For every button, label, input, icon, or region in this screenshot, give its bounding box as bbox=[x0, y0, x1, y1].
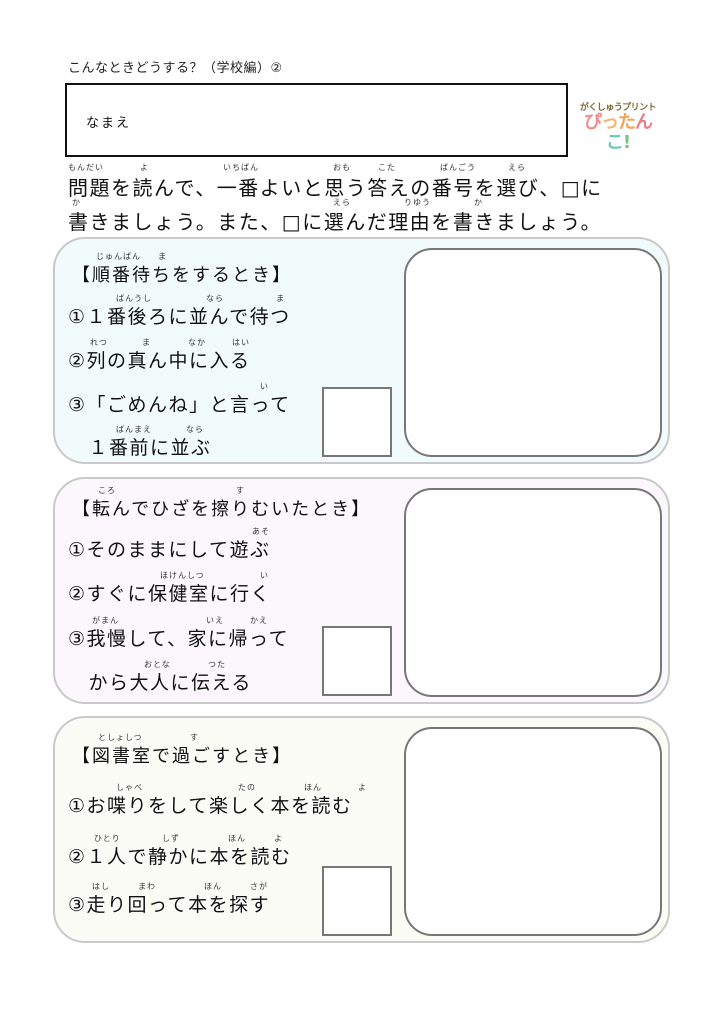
name-field[interactable]: なまえ bbox=[65, 83, 568, 157]
question-heading: 【転んでひざを擦りむいたとき】 bbox=[72, 499, 372, 520]
option-2: ②すぐに保健室に行く bbox=[68, 583, 272, 605]
instruction-furigana-2: か えら りゆう か bbox=[68, 197, 628, 207]
furigana: あそ bbox=[252, 527, 270, 536]
furigana: よ bbox=[140, 163, 149, 172]
furigana: はい bbox=[232, 338, 250, 347]
furigana: いえ bbox=[206, 616, 224, 625]
furigana: い bbox=[260, 382, 269, 391]
furigana: ばんまえ bbox=[116, 425, 152, 434]
furigana: ほん bbox=[204, 882, 222, 891]
reason-box[interactable] bbox=[404, 248, 662, 457]
furigana: はし bbox=[92, 882, 110, 891]
furigana: ばんうし bbox=[116, 294, 152, 303]
furigana: ころ bbox=[98, 486, 116, 495]
furigana: ま bbox=[276, 294, 285, 303]
furigana: がまん bbox=[92, 616, 119, 625]
furigana: えら bbox=[508, 163, 526, 172]
option-2: ②１人で静かに本を読む bbox=[68, 846, 292, 868]
furigana: りゆう bbox=[404, 198, 431, 207]
choice-number-box[interactable] bbox=[322, 387, 392, 457]
furigana: しゃべ bbox=[116, 783, 143, 792]
furigana: たの bbox=[238, 783, 256, 792]
furigana: ばんごう bbox=[440, 163, 476, 172]
furigana: なら bbox=[206, 294, 224, 303]
logo-subtitle: がくしゅうプリント bbox=[579, 103, 657, 113]
question-heading: 【順番待ちをするとき】 bbox=[72, 265, 292, 286]
logo-wordmark: ぴったんこ! bbox=[584, 112, 653, 153]
instruction-furigana-1: もんだい よ いちばん おも こた ばんごう えら bbox=[68, 162, 628, 172]
furigana: か bbox=[72, 198, 81, 207]
furigana: ま bbox=[158, 252, 167, 261]
logo: がくしゅうプリント ぴったんこ! bbox=[572, 100, 664, 153]
furigana: なら bbox=[186, 425, 204, 434]
furigana: じゅんばん bbox=[96, 252, 141, 261]
name-label: なまえ bbox=[86, 116, 132, 131]
furigana: ほけんしつ bbox=[160, 571, 205, 580]
option-1: ①お喋りをして楽しく本を読む bbox=[68, 795, 353, 817]
furigana: かえ bbox=[250, 616, 268, 625]
furigana: つた bbox=[208, 660, 226, 669]
option-2: ②列の真ん中に入る bbox=[68, 350, 251, 372]
furigana: えら bbox=[333, 198, 351, 207]
question-panel-library: としょしつす 【図書室で過ごすとき】 しゃべたのほんよ ①お喋りをして楽しく本を… bbox=[53, 716, 670, 943]
option-3: ③「ごめんね」と言って bbox=[68, 394, 291, 416]
furigana: もんだい bbox=[68, 163, 104, 172]
option-1: ①そのままにして遊ぶ bbox=[68, 539, 271, 561]
option-3: ③我慢して、家に帰って bbox=[68, 628, 290, 650]
worksheet-title: こんなときどうする？（学校編）② bbox=[68, 61, 283, 76]
furigana: としょしつ bbox=[98, 733, 143, 742]
choice-number-box[interactable] bbox=[322, 866, 392, 936]
furigana: ひとり bbox=[94, 834, 121, 843]
option-3: ③走り回って本を探す bbox=[68, 894, 271, 916]
furigana: す bbox=[236, 486, 245, 495]
reason-box[interactable] bbox=[404, 727, 662, 936]
option-3-continued: １番前に並ぶ bbox=[68, 437, 212, 459]
instruction-line-1: 問題を読んで、一番よいと思う答えの番号を選び、□に bbox=[68, 176, 603, 200]
option-1: ①１番後ろに並んで待つ bbox=[68, 306, 291, 328]
furigana: なか bbox=[188, 338, 206, 347]
furigana: か bbox=[474, 198, 483, 207]
choice-number-box[interactable] bbox=[322, 626, 392, 696]
furigana: おも bbox=[333, 163, 351, 172]
furigana: い bbox=[260, 571, 269, 580]
furigana: ほん bbox=[228, 834, 246, 843]
furigana: よ bbox=[358, 783, 367, 792]
furigana: さが bbox=[250, 882, 268, 891]
furigana: まわ bbox=[138, 882, 156, 891]
question-heading: 【図書室で過ごすとき】 bbox=[72, 746, 293, 767]
furigana: す bbox=[190, 733, 199, 742]
furigana: しず bbox=[162, 834, 180, 843]
instruction-line-2: 書きましょう。また、□に選んだ理由を書きましょう。 bbox=[68, 210, 602, 234]
reason-box[interactable] bbox=[404, 488, 662, 697]
question-panel-scraped-knee: ころす 【転んでひざを擦りむいたとき】 あそ ①そのままにして遊ぶ ほけんしつい… bbox=[53, 477, 670, 704]
question-panel-queue: じゅんばんま 【順番待ちをするとき】 ばんうしならま ①１番後ろに並んで待つ れ… bbox=[53, 237, 670, 464]
furigana: いちばん bbox=[223, 163, 259, 172]
furigana: ほん bbox=[304, 783, 322, 792]
furigana: よ bbox=[274, 834, 283, 843]
furigana: れつ bbox=[90, 338, 108, 347]
furigana: ま bbox=[142, 338, 151, 347]
furigana: おとな bbox=[144, 660, 171, 669]
furigana: こた bbox=[378, 163, 396, 172]
option-3-continued: から大人に伝える bbox=[68, 672, 252, 694]
